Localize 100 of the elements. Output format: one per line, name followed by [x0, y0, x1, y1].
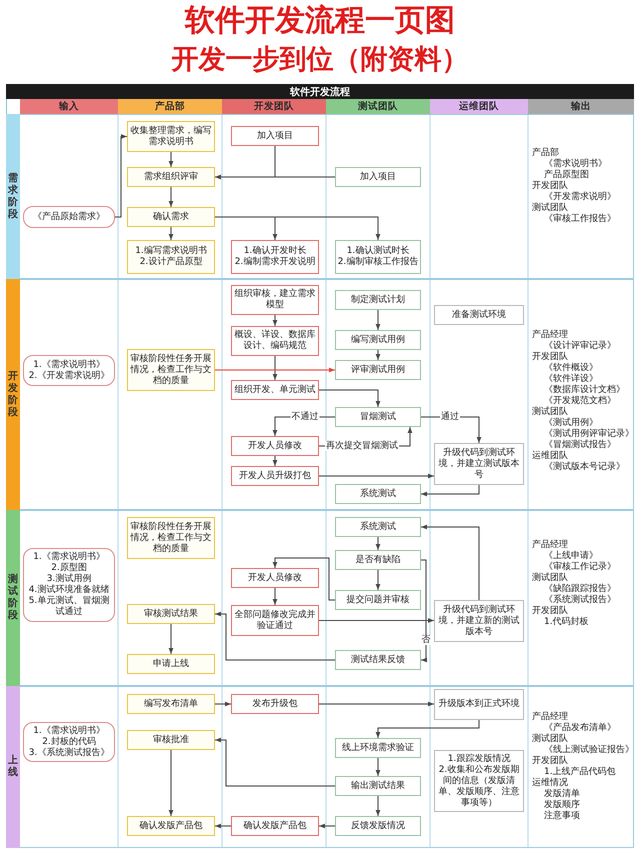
output-document-item: 《开发需求说明》 — [544, 192, 616, 202]
process-box: 系统测试 — [335, 484, 421, 504]
process-box: 1.确认测试时长 2.编制审核工作报告 — [335, 240, 421, 274]
process-box: 测试结果反馈 — [335, 650, 421, 670]
process-box: 审核测试结果 — [127, 604, 215, 624]
output-document-item: 《审核工作报告》 — [544, 214, 616, 225]
output-document-item: 《产品发布清单》 — [544, 723, 616, 734]
process-box: 申请上线 — [127, 654, 215, 674]
phase-band — [6, 114, 634, 279]
output-document-item: 1.代码封板 — [544, 617, 589, 628]
phase-label: 上线 — [6, 686, 20, 848]
phase-band — [6, 279, 634, 510]
process-box: 确认发版产品包 — [231, 816, 319, 836]
lane-header: 开发团队 — [222, 99, 326, 114]
process-box: 确认需求 — [127, 207, 215, 227]
input-documents-box: 1.《需求说明书》 2.原型图 3.测试用例 4.测试环境准备就绪 5.单元测试、冒烟测试通过 — [23, 548, 115, 622]
arrow — [272, 314, 278, 326]
output-group-heading: 开发团队 — [532, 606, 568, 617]
input-documents-box: 1.《需求说明书》 2.封板的代码 3.《系统测试报告》 — [23, 722, 115, 762]
output-group-heading: 测试团队 — [532, 734, 568, 744]
output-group-heading: 测试团队 — [532, 407, 568, 418]
arrow — [376, 570, 380, 590]
edge-label: 不通过 — [290, 412, 320, 422]
output-group-heading: 开发团队 — [532, 181, 568, 192]
arrow — [318, 702, 434, 706]
arrow — [376, 310, 380, 330]
output-group-heading: 测试团队 — [532, 573, 568, 584]
input-documents-box: 1.《需求说明书》 2.《开发需求说明》 — [23, 355, 115, 386]
process-box: 加入项目 — [231, 126, 319, 146]
arrow — [272, 558, 336, 600]
arrow — [318, 474, 434, 478]
output-document-item: 《测试用例》 — [544, 418, 598, 428]
output-document-item: 《系统测试报告》 — [544, 595, 616, 606]
output-group-heading: 运维情况 — [532, 778, 568, 788]
process-box: 准备测试环境 — [434, 305, 524, 325]
output-document-item: 《测试用例评审记录》 — [544, 429, 634, 440]
process-box: 开发人员修改 — [231, 436, 319, 456]
swimlane-table — [6, 84, 634, 848]
output-document-item: 1.上线产品代码包 — [544, 767, 616, 778]
input-documents-box: 《产品原始需求》 — [23, 206, 115, 228]
arrow — [272, 588, 278, 606]
arrow — [214, 612, 336, 660]
arrow — [376, 758, 380, 776]
process-box: 发布升级包 — [231, 694, 319, 714]
process-box: 全部问题修改完成并验证通过 — [231, 605, 319, 636]
phase-label: 需求阶段 — [6, 114, 20, 279]
arrow — [318, 824, 336, 828]
output-document-item: 《设计评审记录》 — [544, 341, 616, 352]
arrow — [214, 702, 232, 706]
arrow — [214, 824, 232, 828]
arrow — [376, 536, 380, 550]
process-box: 1.跟踪发版情况 2.收集和公布发版期间的信息（发版清单、发版顺序、注意事项等） — [434, 750, 524, 812]
process-box: 编写测试用例 — [335, 330, 421, 350]
process-box: 审核阶段性任务开展情况，检查工作与文档的质量 — [127, 349, 215, 391]
output-document-item: 发版顺序 — [544, 800, 580, 810]
edge-label: 通过 — [440, 412, 460, 422]
arrow — [168, 226, 174, 240]
process-box: 组织审核，建立需求模型 — [231, 285, 319, 315]
arrow — [168, 186, 174, 208]
output-group-heading: 开发团队 — [532, 756, 568, 766]
phase-band — [6, 510, 634, 686]
process-box: 1.编写需求说明书 2.设计产品原型 — [127, 240, 215, 274]
arrow — [376, 720, 480, 738]
process-box: 冒烟测试 — [335, 407, 421, 427]
output-document-item: 发版清单 — [544, 789, 580, 800]
page-title: 软件开发流程一页图 — [185, 3, 455, 38]
output-document-item: 《需求说明书》 — [544, 159, 607, 170]
output-group-heading: 开发团队 — [532, 352, 568, 362]
arrow — [214, 216, 380, 240]
process-box: 审核批准 — [127, 730, 215, 750]
arrow — [376, 796, 380, 816]
phase-label: 测试阶段 — [6, 510, 20, 686]
process-box: 制定测试计划 — [335, 290, 421, 310]
arrow — [214, 738, 336, 786]
arrow — [376, 350, 380, 360]
output-document-item: 《软件概设》 — [544, 363, 598, 374]
process-box: 审核阶段性任务开展情况，检查工作与文档的质量 — [127, 517, 215, 559]
process-box: 是否有缺陷 — [335, 550, 421, 570]
output-document-item: 《上线申请》 — [544, 551, 598, 562]
phase-label: 开发阶段 — [6, 279, 20, 510]
arrow — [168, 152, 174, 168]
edge-label: 否 — [420, 635, 432, 645]
output-group-heading: 运维团队 — [532, 451, 568, 462]
arrow — [214, 174, 336, 180]
lane-header: 输出 — [528, 99, 634, 114]
arrow — [420, 484, 480, 496]
arrow — [420, 416, 482, 444]
output-document-item: 《缺陷跟踪报告》 — [544, 584, 616, 594]
lane-header: 运维团队 — [430, 99, 528, 114]
output-group-heading: 测试团队 — [532, 203, 568, 214]
process-box: 加入项目 — [335, 167, 421, 187]
process-box: 确认发版产品包 — [127, 816, 215, 836]
output-document-item: 《冒烟测试报告》 — [544, 440, 616, 450]
page-subtitle: 开发一步到位（附资料） — [172, 44, 468, 75]
process-box: 输出测试结果 — [335, 776, 421, 796]
arrow — [318, 390, 380, 408]
lane-header: 测试团队 — [326, 99, 430, 114]
arrow — [114, 134, 128, 218]
process-box: 系统测试 — [335, 517, 421, 537]
process-box: 评审测试用例 — [335, 360, 421, 380]
